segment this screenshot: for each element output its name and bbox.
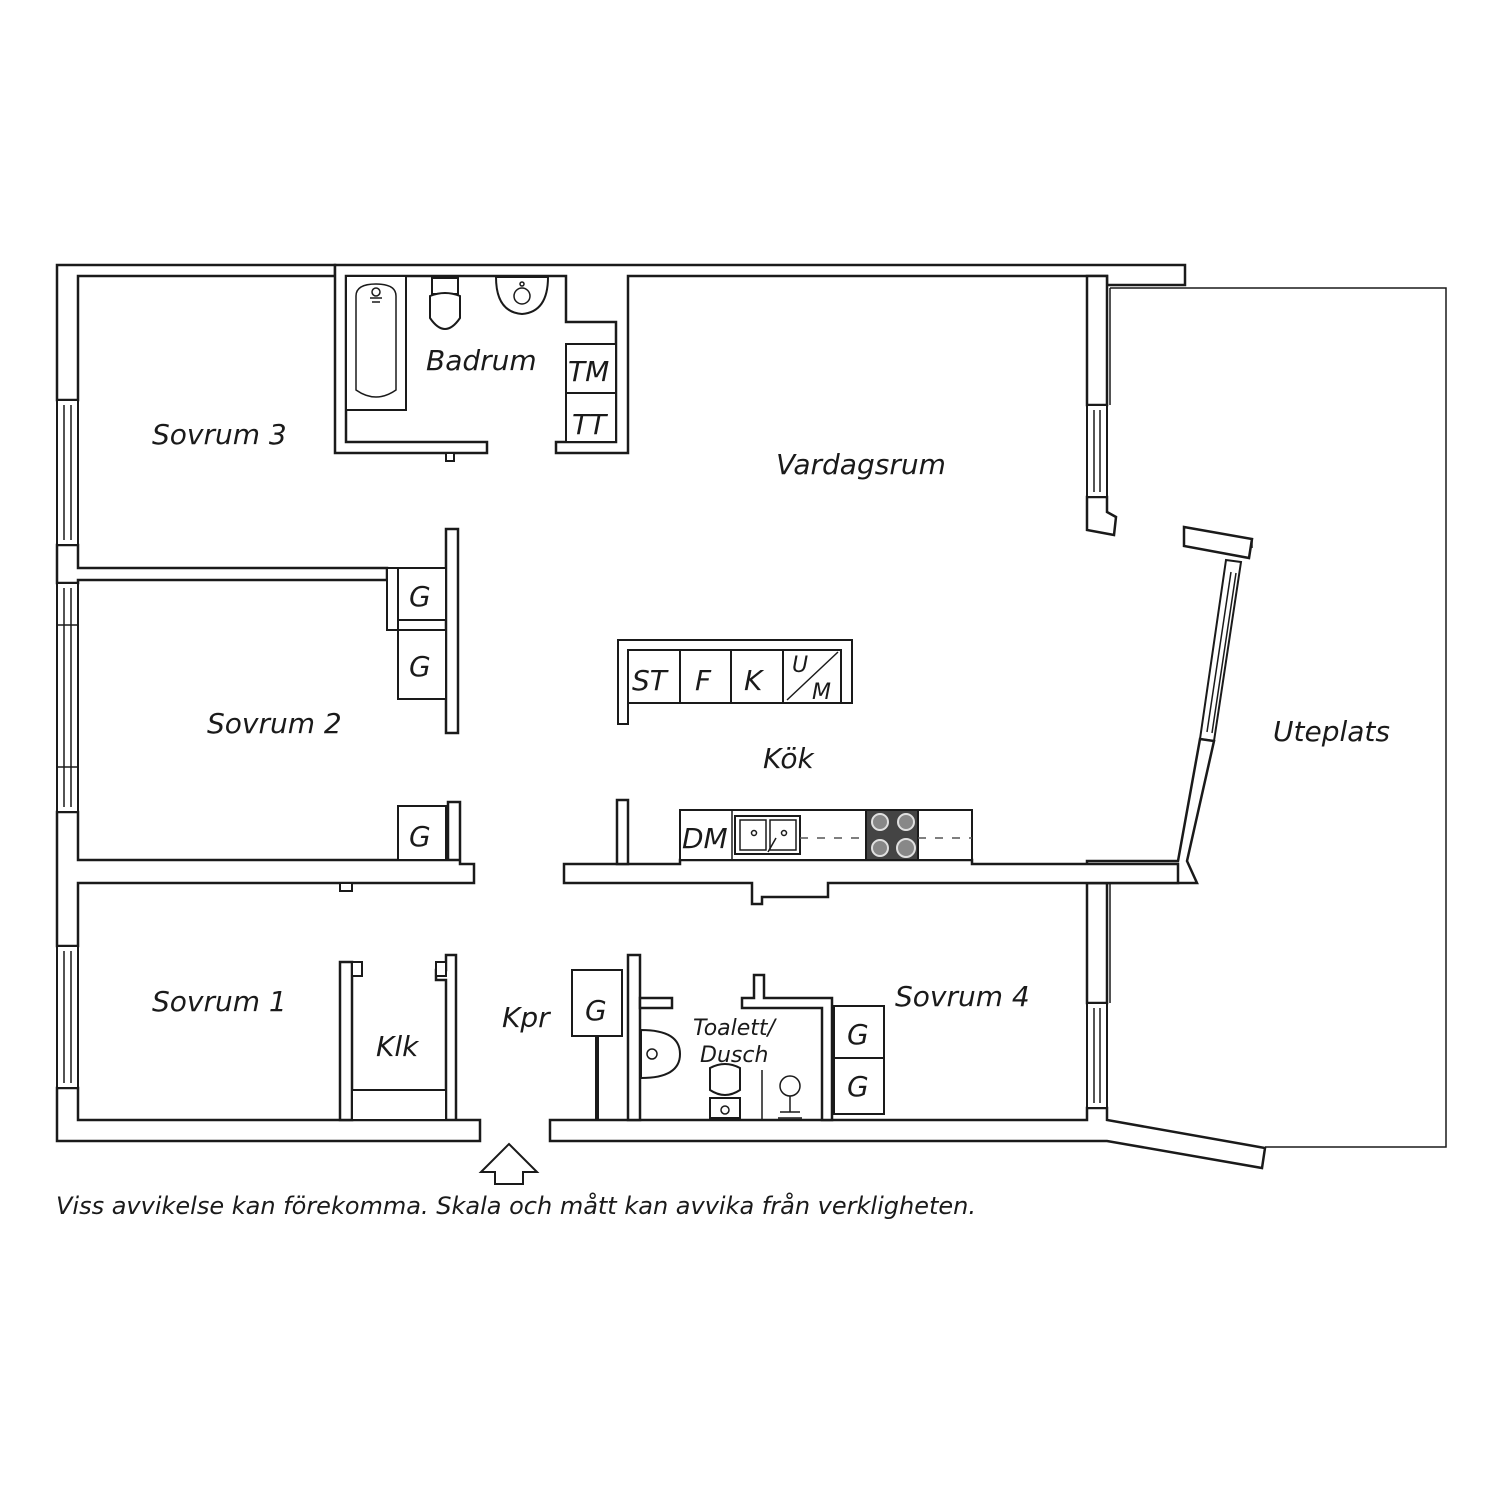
- label-kpr: Kpr: [502, 1001, 551, 1034]
- windows: [56, 399, 1108, 1109]
- label-kok: Kök: [763, 742, 815, 775]
- label-badrum: Badrum: [426, 344, 537, 377]
- label-wardrobe-4: G: [585, 994, 607, 1027]
- label-dm: DM: [682, 822, 728, 855]
- bathroom-sink: [494, 276, 550, 316]
- wardrobe-2: [397, 629, 447, 700]
- label-wardrobe-6: G: [847, 1070, 869, 1103]
- toilet-bowl: [429, 292, 461, 330]
- label-sovrum-2: Sovrum 2: [207, 707, 342, 740]
- shower-head-icon: [779, 1075, 801, 1097]
- label-klk: Klk: [376, 1030, 420, 1063]
- kitchen-sink: [734, 815, 801, 855]
- room-labels: Sovrum 3 Badrum Vardagsrum Sovrum 2 Kök …: [152, 344, 1390, 1068]
- wardrobe-3: [397, 805, 447, 861]
- bathroom-fixtures: [345, 275, 617, 462]
- entrance-arrow-icon: [478, 1142, 540, 1185]
- wardrobe-4: [571, 969, 623, 1037]
- label-dusch: Dusch: [700, 1043, 768, 1068]
- wc-sink: [640, 1028, 682, 1080]
- label-uteplats: Uteplats: [1273, 715, 1390, 748]
- wc-toilet-tank: [709, 1097, 741, 1119]
- wardrobe-1: [397, 567, 447, 621]
- fridge-f: [679, 649, 732, 704]
- label-toalett: Toalett/: [693, 1016, 778, 1041]
- fixture-labels: TM TT ST F K U M DM G G G G G G: [409, 355, 869, 1103]
- label-sovrum-3: Sovrum 3: [152, 418, 287, 451]
- wardrobe-6: [833, 1057, 885, 1115]
- tumble-dryer: [565, 392, 617, 443]
- label-wardrobe-3: G: [409, 820, 431, 853]
- label-sovrum-4: Sovrum 4: [895, 980, 1030, 1013]
- wc-toilet-bowl: [709, 1063, 741, 1096]
- washing-machine: [565, 343, 617, 394]
- label-vardagsrum: Vardagsrum: [776, 448, 946, 481]
- kitchen-counter: [679, 809, 973, 861]
- label-k: K: [744, 664, 765, 697]
- label-wardrobe-1: G: [409, 580, 431, 613]
- label-wardrobe-5: G: [847, 1018, 869, 1051]
- disclaimer-text: Viss avvikelse kan förekomma. Skala och …: [56, 1191, 976, 1220]
- label-tt: TT: [572, 408, 608, 441]
- label-tm: TM: [568, 355, 609, 388]
- wc-fixtures: [640, 1028, 802, 1119]
- label-f: F: [695, 664, 712, 697]
- angled-wall: [1085, 525, 1254, 885]
- kitchen-island: [617, 639, 853, 725]
- label-st: ST: [632, 664, 669, 697]
- label-sovrum-1: Sovrum 1: [152, 985, 287, 1018]
- label-m: M: [812, 680, 831, 705]
- label-u: U: [792, 653, 808, 678]
- toilet-tank: [431, 277, 459, 295]
- label-wardrobe-2: G: [409, 650, 431, 683]
- patio: [1109, 287, 1447, 1148]
- fridge-k: [730, 649, 784, 704]
- interior-walls: [338, 527, 1180, 1122]
